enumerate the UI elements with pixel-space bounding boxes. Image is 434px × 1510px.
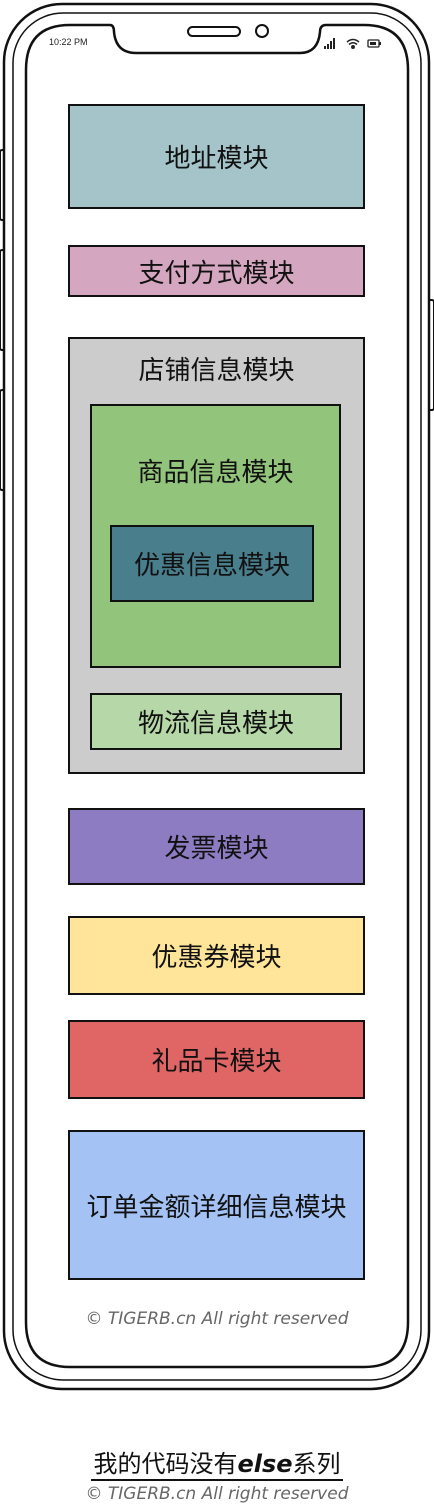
logistics-module[interactable]: 物流信息模块	[90, 693, 342, 750]
caption-suffix: 系列	[292, 1450, 341, 1478]
gift-card-module-label: 礼品卡模块	[151, 1047, 282, 1077]
invoice-module[interactable]: 发票模块	[68, 808, 365, 885]
caption-title: 我的代码没有else系列	[0, 1444, 434, 1481]
goods-module-label: 商品信息模块	[137, 458, 294, 488]
payment-module[interactable]: 支付方式模块	[68, 245, 365, 297]
promotion-module[interactable]: 优惠信息模块	[110, 525, 314, 602]
order-amount-module[interactable]: 订单金额详细信息模块	[68, 1130, 365, 1280]
gift-card-module[interactable]: 礼品卡模块	[68, 1020, 365, 1099]
coupon-module[interactable]: 优惠券模块	[68, 916, 365, 995]
order-amount-module-label: 订单金额详细信息模块	[86, 1192, 347, 1223]
status-time: 10:22 PM	[49, 37, 88, 47]
address-module-label: 地址模块	[164, 144, 269, 174]
wifi-icon	[346, 38, 360, 49]
coupon-module-label: 优惠券模块	[151, 943, 282, 973]
promotion-module-label: 优惠信息模块	[133, 551, 290, 581]
shop-module-label: 店铺信息模块	[138, 356, 295, 386]
battery-icon	[367, 39, 381, 48]
caption-prefix: 我的代码没有	[93, 1450, 238, 1478]
logistics-module-label: 物流信息模块	[137, 709, 294, 739]
caption-keyword: else	[237, 1450, 293, 1478]
payment-module-label: 支付方式模块	[138, 258, 295, 289]
signal-icon	[324, 38, 335, 49]
caption-copyright: © TIGERB.cn All right reserved	[85, 1484, 349, 1504]
address-module[interactable]: 地址模块	[68, 104, 365, 209]
status-icons	[324, 38, 381, 49]
invoice-module-label: 发票模块	[164, 834, 269, 864]
screen-watermark: © TIGERB.cn All right reserved	[85, 1309, 349, 1329]
